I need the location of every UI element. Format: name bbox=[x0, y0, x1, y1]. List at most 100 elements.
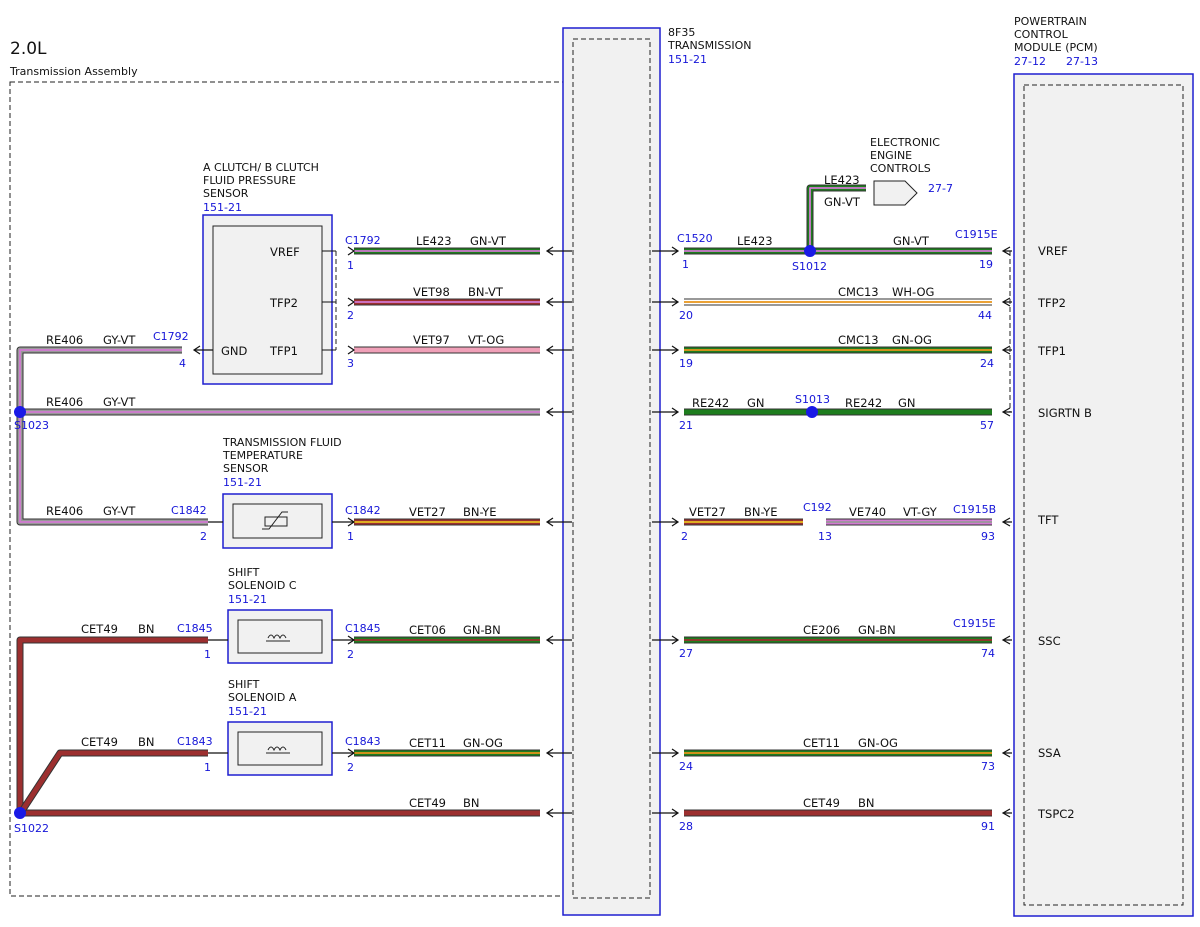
c1792-top[interactable]: C1792 bbox=[345, 234, 381, 247]
pcm-arrows bbox=[1001, 246, 1012, 818]
pin-c1520-21: 21 bbox=[679, 419, 693, 432]
lbl-re406-c: RE406 bbox=[46, 504, 83, 518]
pin-c1520-19: 19 bbox=[679, 357, 693, 370]
lbl-vet27-b: VET27 bbox=[689, 505, 726, 519]
tft-sensor-label-3: SENSOR bbox=[223, 462, 269, 475]
solenoid-c-ref[interactable]: 151-21 bbox=[228, 593, 267, 606]
transmission-assembly-frame bbox=[9, 81, 595, 897]
ab-sensor-label-2: FLUID PRESSURE bbox=[203, 174, 296, 187]
lbl-gnbn-b: GN-BN bbox=[858, 623, 896, 637]
s1022-label[interactable]: S1022 bbox=[14, 822, 49, 835]
pin-tft-right: 1 bbox=[347, 530, 354, 543]
c1520-label[interactable]: C1520 bbox=[677, 232, 713, 245]
c192-label[interactable]: C192 bbox=[803, 501, 832, 514]
solenoid-c-inner bbox=[237, 619, 323, 654]
pcm-pin-tfp1: TFP1 bbox=[1037, 344, 1066, 358]
ab-sensor-pin-gnd: GND bbox=[221, 344, 248, 358]
c1915e-ssc[interactable]: C1915E bbox=[953, 617, 996, 630]
lbl-cmc13-b: CMC13 bbox=[838, 333, 879, 347]
lbl-re406-b: RE406 bbox=[46, 395, 83, 409]
eec-ref[interactable]: 27-7 bbox=[928, 182, 953, 195]
pin-pcm-74: 74 bbox=[981, 647, 995, 660]
c1915e-top[interactable]: C1915E bbox=[955, 228, 998, 241]
lbl-cet06: CET06 bbox=[409, 623, 446, 637]
s1013-label[interactable]: S1013 bbox=[795, 393, 830, 406]
trans-ref[interactable]: 151-21 bbox=[668, 53, 707, 66]
solenoid-a-ref[interactable]: 151-21 bbox=[228, 705, 267, 718]
pcm-pin-vref: VREF bbox=[1038, 244, 1068, 258]
ab-sensor-pin-tfp2: TFP2 bbox=[269, 296, 298, 310]
trans-label-2: TRANSMISSION bbox=[667, 39, 751, 52]
lbl-gyvt-a: GY-VT bbox=[103, 333, 136, 347]
c1915b-label[interactable]: C1915B bbox=[953, 503, 996, 516]
lbl-re406-a: RE406 bbox=[46, 333, 83, 347]
pcm-pin-tspc2: TSPC2 bbox=[1037, 807, 1075, 821]
transmission-connector-block bbox=[562, 27, 661, 916]
pin-ssa-right: 2 bbox=[347, 761, 354, 774]
lbl-gn-a: GN bbox=[747, 396, 765, 410]
pcm-pin-labels: VREF TFP2 TFP1 SIGRTN B TFT SSC SSA TSPC… bbox=[1037, 244, 1092, 821]
pin-tft-left: 2 bbox=[200, 530, 207, 543]
pcm-pin-ssa: SSA bbox=[1038, 746, 1061, 760]
lbl-cet11-a: CET11 bbox=[409, 736, 446, 750]
lbl-whog: WH-OG bbox=[892, 285, 934, 299]
wire-sol-ground bbox=[16, 636, 540, 817]
pcm-ref-1[interactable]: 27-12 bbox=[1014, 55, 1046, 68]
splice-s1013 bbox=[806, 406, 818, 418]
pin-c1520-20: 20 bbox=[679, 309, 693, 322]
c1792-gnd[interactable]: C1792 bbox=[153, 330, 189, 343]
pcm-pin-sigrtnb: SIGRTN B bbox=[1038, 406, 1092, 420]
c1845-left[interactable]: C1845 bbox=[177, 622, 213, 635]
pcm-pin-ssc: SSC bbox=[1038, 634, 1061, 648]
solenoid-a-label-1: SHIFT bbox=[228, 678, 260, 691]
lbl-bnye-b: BN-YE bbox=[744, 505, 778, 519]
lbl-le423-a: LE423 bbox=[416, 234, 452, 248]
pin-c1520-27: 27 bbox=[679, 647, 693, 660]
pin-gnd-sensor: 4 bbox=[179, 357, 186, 370]
ab-sensor-label-1: A CLUTCH/ B CLUTCH bbox=[203, 161, 319, 174]
eec-label-2: ENGINE bbox=[870, 149, 912, 162]
circuit-labels: LE423 GN-VT VET98 BN-VT VET97 VT-OG RE40… bbox=[46, 234, 938, 810]
tft-sensor-ref[interactable]: 151-21 bbox=[223, 476, 262, 489]
s1023-label[interactable]: S1023 bbox=[14, 419, 49, 432]
lbl-gnog-b: GN-OG bbox=[892, 333, 932, 347]
lbl-re242-a: RE242 bbox=[692, 396, 729, 410]
diagram-title: 2.0L bbox=[10, 39, 47, 59]
lbl-cet49-d: CET49 bbox=[803, 796, 840, 810]
solenoid-c-coil-icon bbox=[266, 634, 290, 642]
ab-sensor-pin-tfp1: TFP1 bbox=[269, 344, 298, 358]
pin-ssc-right: 2 bbox=[347, 648, 354, 661]
c1843-right[interactable]: C1843 bbox=[345, 735, 381, 748]
lbl-bnvt: BN-VT bbox=[468, 285, 504, 299]
lbl-bn-d: BN bbox=[858, 796, 875, 810]
pcm-label-2: CONTROL bbox=[1014, 28, 1069, 41]
pin-pcm-44: 44 bbox=[978, 309, 992, 322]
pin-pcm-73: 73 bbox=[981, 760, 995, 773]
lbl-gnbn-a: GN-BN bbox=[463, 623, 501, 637]
pin-c1520-28: 28 bbox=[679, 820, 693, 833]
wire-eec-le423 bbox=[806, 184, 866, 251]
tft-sensor-label-2: TEMPERATURE bbox=[222, 449, 303, 462]
solenoid-a-coil-icon bbox=[266, 746, 290, 754]
solenoid-c-label-2: SOLENOID C bbox=[228, 579, 297, 592]
c1845-right[interactable]: C1845 bbox=[345, 622, 381, 635]
pin-vref-sensor: 1 bbox=[347, 259, 354, 272]
eec-label-1: ELECTRONIC bbox=[870, 136, 940, 149]
c1842-right[interactable]: C1842 bbox=[345, 504, 381, 517]
c1842-left[interactable]: C1842 bbox=[171, 504, 207, 517]
c1843-left[interactable]: C1843 bbox=[177, 735, 213, 748]
pcm-label-3: MODULE (PCM) bbox=[1014, 41, 1098, 54]
pin-pcm-24: 24 bbox=[980, 357, 994, 370]
lbl-bnye-a: BN-YE bbox=[463, 505, 497, 519]
pcm-ref-2[interactable]: 27-13 bbox=[1066, 55, 1098, 68]
trans-label-1: 8F35 bbox=[668, 26, 695, 39]
eec-color: GN-VT bbox=[824, 195, 861, 209]
pin-pcm-91: 91 bbox=[981, 820, 995, 833]
wires bbox=[16, 184, 992, 817]
lbl-cmc13-a: CMC13 bbox=[838, 285, 879, 299]
lbl-ce206: CE206 bbox=[803, 623, 840, 637]
ab-sensor-ref[interactable]: 151-21 bbox=[203, 201, 242, 214]
lbl-gyvt-c: GY-VT bbox=[103, 504, 136, 518]
s1012-label[interactable]: S1012 bbox=[792, 260, 827, 273]
